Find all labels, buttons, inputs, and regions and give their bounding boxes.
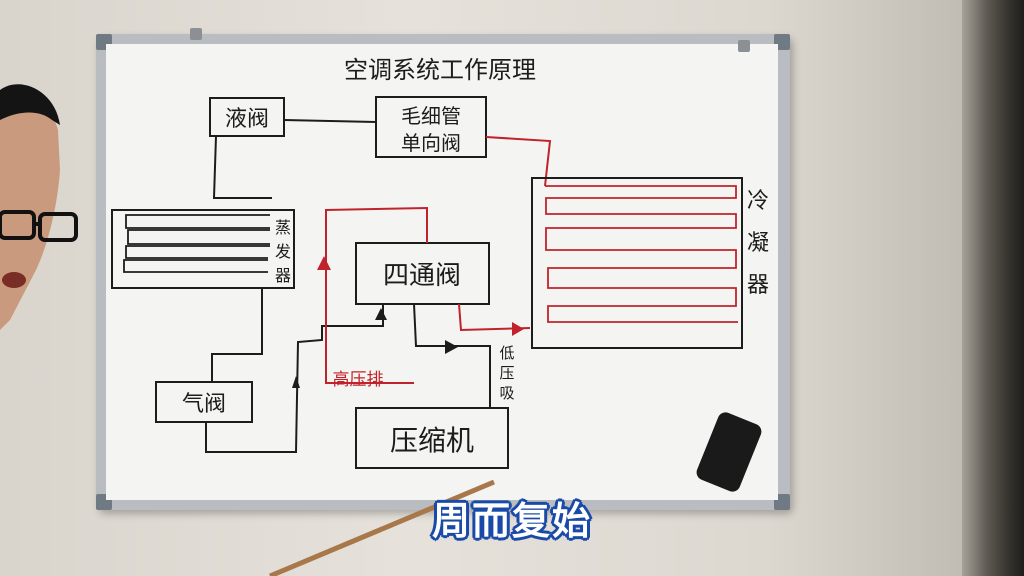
condenser-char-3: 器	[747, 273, 769, 298]
evaporator-char-2: 发	[275, 242, 291, 261]
pipe-high-pressure	[325, 206, 428, 384]
condenser-box	[531, 177, 743, 349]
board-hook	[738, 40, 750, 52]
gas-valve-box	[155, 381, 253, 423]
condenser-char-1: 冷	[747, 189, 769, 214]
high-pressure-label: 高压排	[333, 370, 384, 390]
whiteboard-eraser	[696, 412, 762, 492]
flow-arrow-up	[292, 376, 300, 388]
video-subtitle: 周而复始	[431, 499, 592, 543]
pipe-capillary-condenser	[485, 136, 552, 187]
evaporator-char-1: 蒸	[275, 218, 291, 237]
diagram-title: 空调系统工作原理	[344, 56, 536, 84]
condenser-coils	[545, 185, 738, 323]
flow-arrow-up	[375, 308, 387, 320]
liquid-valve-label: 液阀	[225, 107, 269, 132]
four-way-valve-box	[355, 242, 490, 305]
four-way-valve-label: 四通阀	[383, 261, 461, 291]
gas-valve-label: 气阀	[182, 392, 226, 417]
pipe-evaporator-gasvalve	[211, 288, 263, 382]
frame-corner	[774, 34, 790, 50]
evaporator-box	[111, 209, 295, 289]
board-hook	[190, 28, 202, 40]
low-pressure-char-2: 压	[499, 364, 514, 382]
pipe-liquid-evaporator	[212, 135, 272, 199]
compressor-box	[355, 407, 509, 469]
condenser-char-2: 凝	[747, 231, 769, 256]
pipe-fourway-condenser	[458, 303, 531, 332]
low-pressure-char-1: 低	[499, 344, 514, 362]
presenter	[0, 84, 78, 330]
compressor-label: 压缩机	[390, 424, 474, 457]
flow-arrow-red	[512, 322, 524, 336]
low-pressure-char-3: 吸	[499, 384, 514, 402]
door-frame	[962, 0, 1024, 576]
evaporator-coils	[123, 214, 270, 273]
check-valve-label: 单向阀	[401, 131, 461, 155]
flow-arrow-black	[445, 340, 458, 354]
pipe-gasvalve-fourway	[205, 305, 384, 453]
flow-arrow-red	[317, 256, 331, 270]
evaporator-char-3: 器	[275, 266, 291, 285]
capillary-box	[375, 96, 487, 158]
liquid-valve-box	[209, 97, 285, 137]
capillary-label: 毛细管	[401, 104, 461, 128]
pipe-liquid-capillary	[283, 119, 377, 123]
frame-corner	[774, 494, 790, 510]
